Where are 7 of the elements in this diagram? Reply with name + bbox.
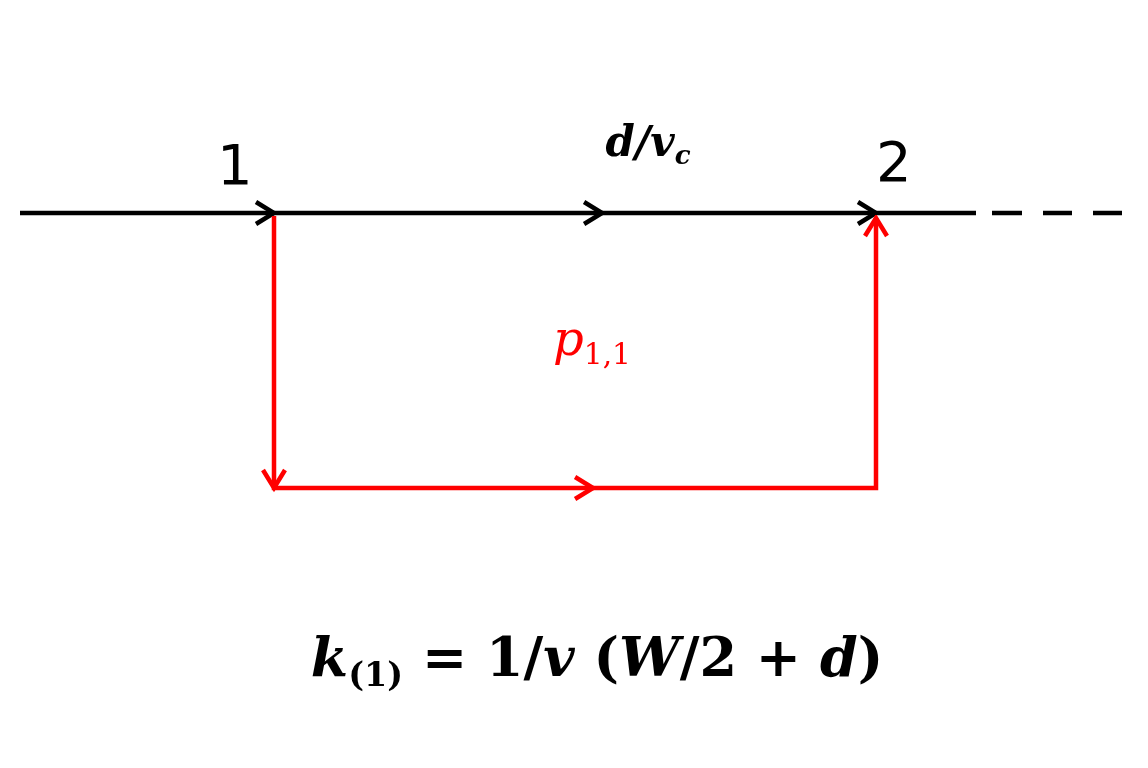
point-number: 2 [876,134,912,190]
point-number: 1 [217,137,253,193]
arrow [274,199,879,227]
arrow [261,215,890,501]
arrow [20,199,277,227]
dashed-line [876,210,1122,216]
formula: k$_{(1)}$ = 1/v (W/2 + d) [310,625,884,689]
